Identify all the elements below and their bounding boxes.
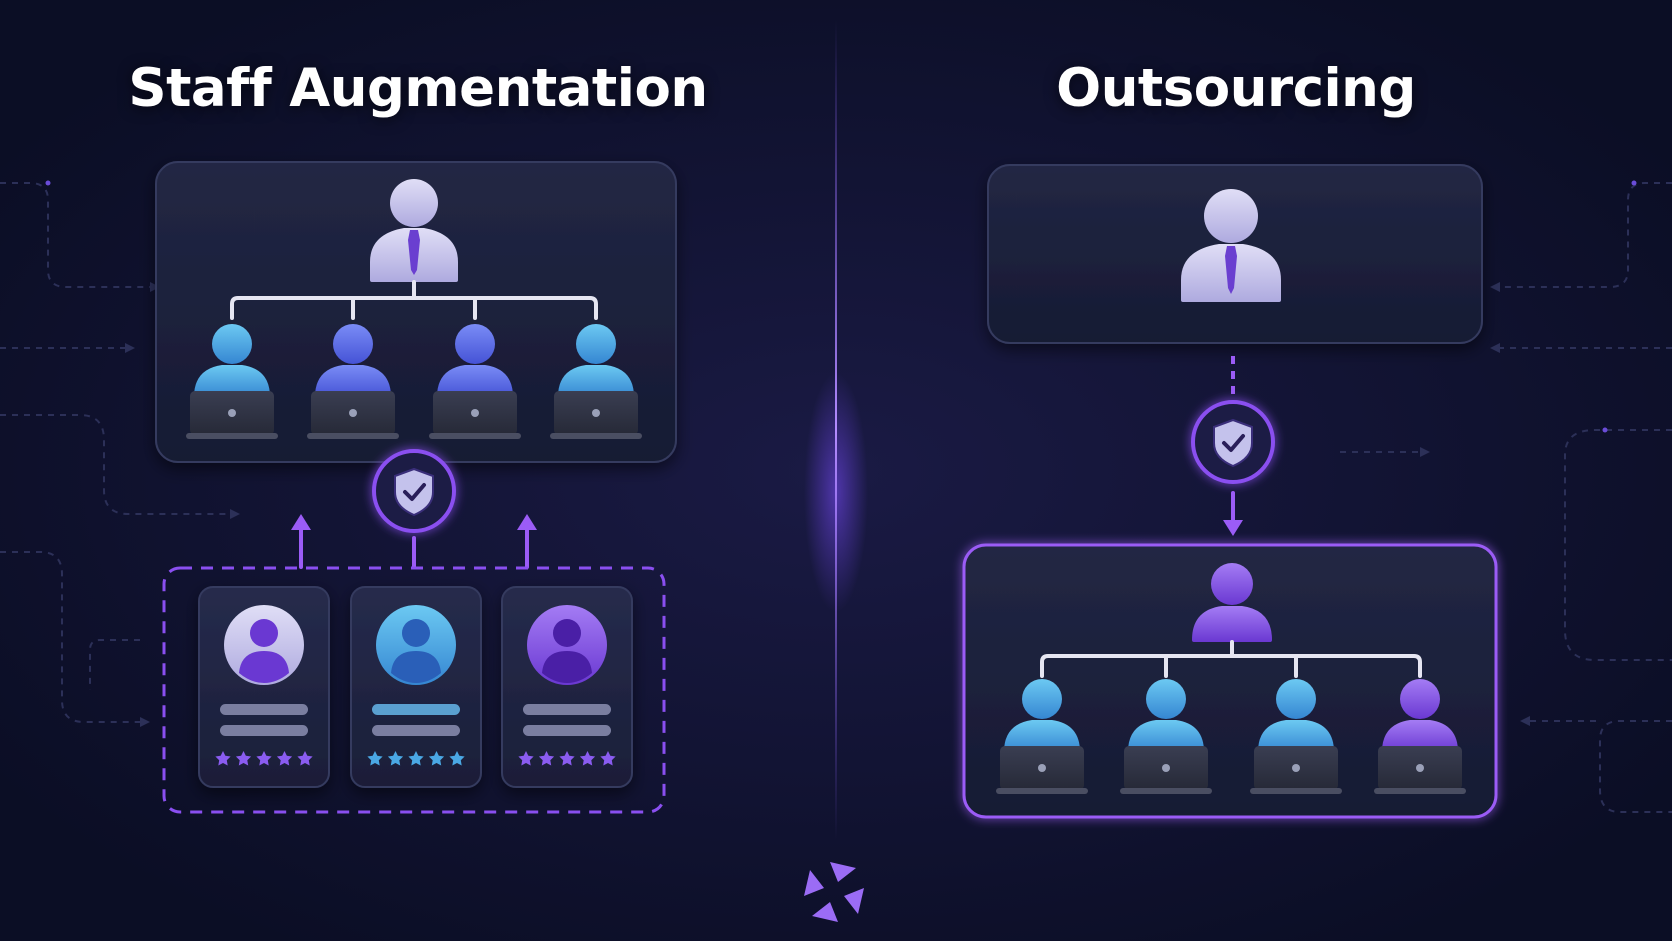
profile-detail-line: [523, 725, 611, 736]
brand-logo-icon: [804, 862, 864, 922]
team-member-at-laptop-icon: [429, 324, 521, 439]
profile-detail-line: [372, 704, 460, 715]
star-icon: [235, 751, 252, 766]
star-icon: [579, 751, 596, 766]
profile-detail-line: [220, 725, 308, 736]
team-member-at-laptop-icon: [307, 324, 399, 439]
team-member-at-laptop-icon: [1120, 679, 1212, 794]
circuit-nodes: [45, 180, 1637, 433]
talent-pool-group: [162, 566, 666, 814]
candidate-profile-card: [198, 586, 330, 788]
star-icon: [449, 751, 465, 766]
outsourcing-title: Outsourcing: [1056, 58, 1416, 119]
star-icon: [600, 751, 616, 766]
profile-detail-line: [220, 704, 308, 715]
profile-avatar-icon: [527, 605, 607, 685]
star-icon: [408, 751, 424, 766]
staff-augmentation-title: Staff Augmentation: [128, 58, 708, 119]
org-chart-connectors: [230, 280, 598, 320]
vendor-manager-icon: [1192, 563, 1272, 642]
star-rating: [215, 751, 313, 766]
team-member-at-laptop-icon: [996, 679, 1088, 794]
candidate-profile-card: [350, 586, 482, 788]
star-rating: [367, 751, 465, 766]
star-icon: [518, 751, 534, 766]
manager-icon: [370, 179, 458, 282]
team-member-at-laptop-icon: [186, 324, 278, 439]
circuit-decoration: [0, 182, 1672, 813]
flow-arrow-down: [1223, 491, 1243, 536]
profile-avatar-icon: [376, 605, 456, 685]
flow-arrows-up: [291, 514, 537, 569]
candidate-profile-card: [501, 586, 633, 788]
star-icon: [559, 751, 575, 766]
staff-augmentation-team-panel: [155, 161, 677, 463]
team-member-at-laptop-icon: [1250, 679, 1342, 794]
star-icon: [387, 751, 404, 766]
star-icon: [276, 751, 293, 766]
profile-detail-line: [523, 704, 611, 715]
team-member-at-laptop-icon: [1374, 679, 1466, 794]
client-manager-panel: [987, 164, 1483, 344]
star-icon: [297, 751, 313, 766]
star-icon: [538, 751, 555, 766]
profile-avatar-icon: [224, 605, 304, 685]
star-icon: [215, 751, 231, 766]
center-divider: [835, 20, 837, 840]
team-member-at-laptop-icon: [550, 324, 642, 439]
star-icon: [256, 751, 272, 766]
manager-icon: [1181, 189, 1281, 302]
org-chart-connectors: [1040, 640, 1422, 678]
star-icon: [428, 751, 445, 766]
shield-check-icon: [372, 449, 456, 533]
profile-detail-line: [372, 725, 460, 736]
star-rating: [518, 751, 616, 766]
vendor-team-panel: [962, 543, 1498, 819]
star-icon: [367, 751, 383, 766]
shield-check-icon: [1191, 400, 1275, 484]
